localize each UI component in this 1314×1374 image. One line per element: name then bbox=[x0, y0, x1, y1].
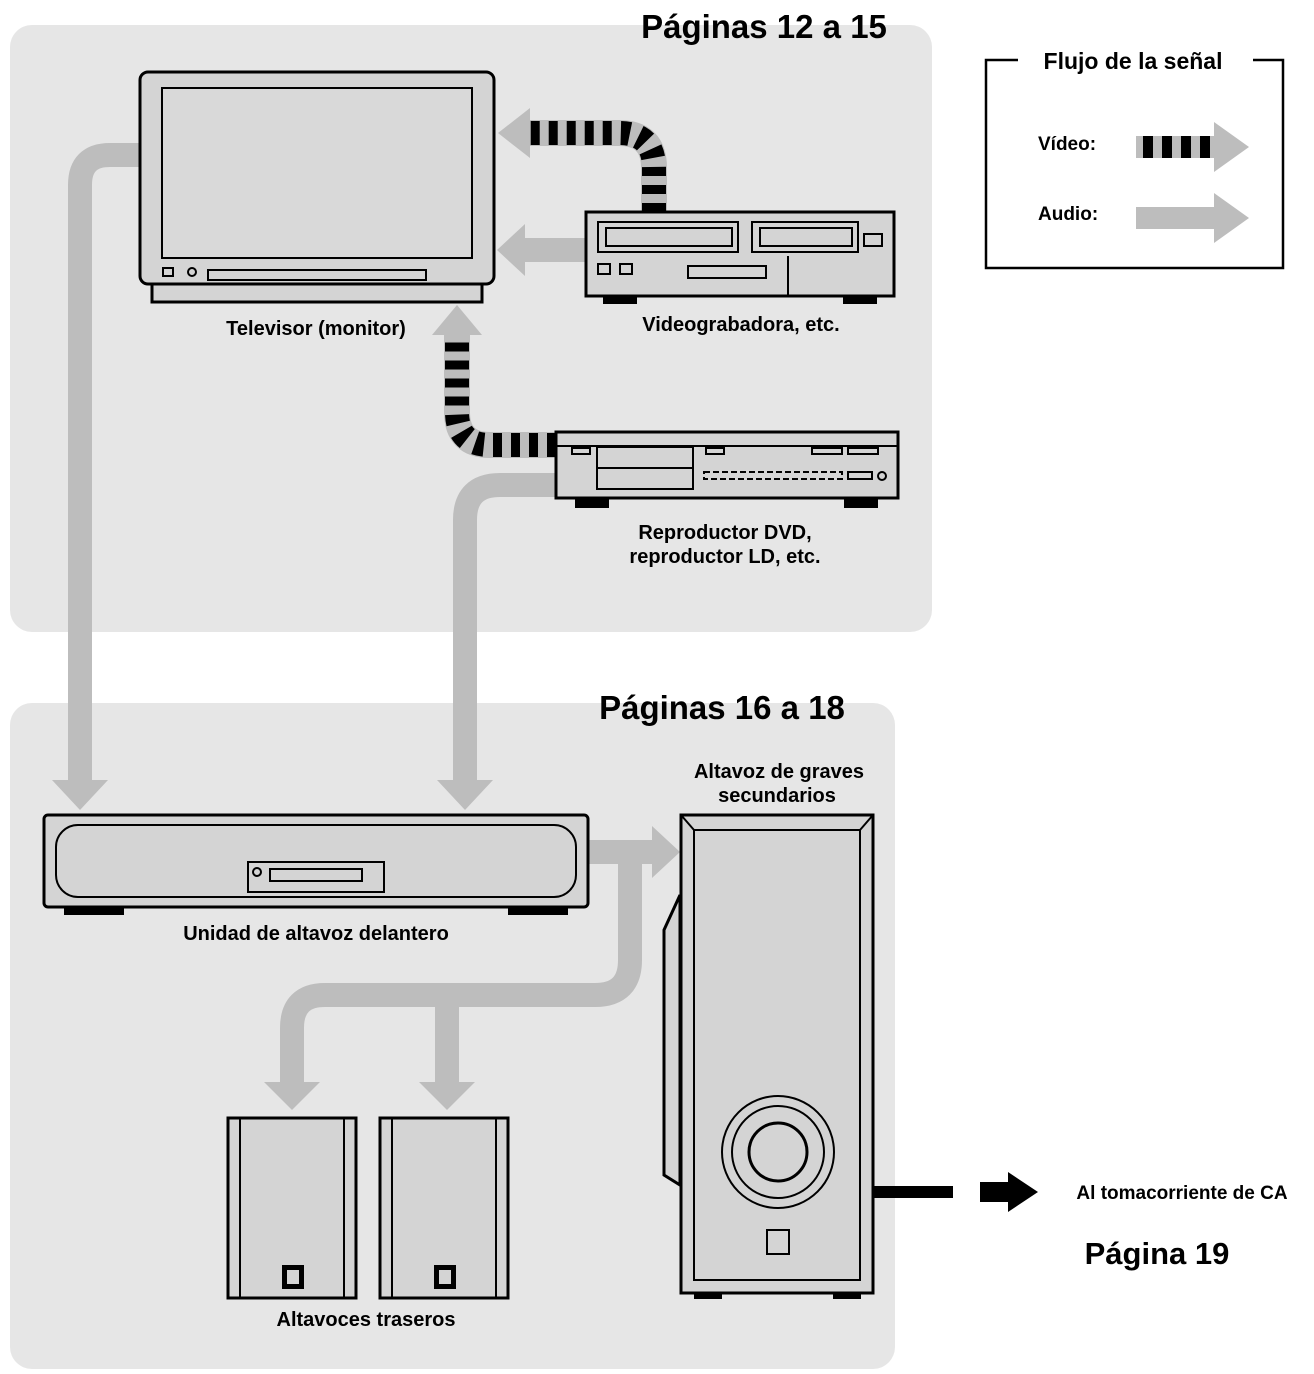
audio-path-to-rear bbox=[280, 852, 642, 1082]
audio-path-tv-to-front bbox=[68, 143, 140, 780]
arrowhead-front-right bbox=[437, 780, 493, 810]
subwoofer-device bbox=[662, 813, 875, 1299]
subwoofer-label-line1: Altavoz de graves bbox=[694, 761, 864, 783]
legend-audio-label: Audio: bbox=[1038, 204, 1098, 225]
arrowhead-sub bbox=[652, 826, 680, 878]
rear-speakers-label: Altavoces traseros bbox=[277, 1309, 456, 1331]
arrowhead-rear-left bbox=[264, 1082, 320, 1110]
vcr-device bbox=[584, 210, 896, 304]
dvd-device bbox=[554, 430, 900, 508]
arrowhead-tv-from-vcr bbox=[497, 224, 525, 276]
video-path-vcr-to-tv bbox=[530, 121, 666, 212]
front-speaker-unit bbox=[42, 813, 590, 915]
rear-speaker-left bbox=[226, 1116, 358, 1300]
audio-paths bbox=[68, 143, 655, 1082]
dvd-label-line1: Reproductor DVD, bbox=[638, 522, 811, 544]
ac-arrow-icon bbox=[980, 1172, 1038, 1212]
tv-label: Televisor (monitor) bbox=[226, 318, 406, 340]
subwoofer-driver bbox=[747, 1121, 809, 1183]
arrowhead-front-left bbox=[52, 780, 108, 810]
tv-device bbox=[138, 70, 496, 304]
subwoofer-label-line2: secundarios bbox=[718, 785, 836, 807]
arrowhead-tv-from-dvd-video bbox=[432, 305, 482, 335]
rear-speaker-right bbox=[378, 1116, 510, 1300]
power-section-title: Página 19 bbox=[1085, 1236, 1230, 1271]
front-unit-label: Unidad de altavoz delantero bbox=[183, 923, 449, 945]
arrowhead-tv-from-vcr-video bbox=[498, 108, 530, 158]
video-path-dvd-to-tv bbox=[445, 335, 556, 457]
power-cord bbox=[873, 1186, 953, 1198]
bottom-section-title: Páginas 16 a 18 bbox=[599, 689, 845, 726]
arrowhead-rear-right bbox=[419, 1082, 475, 1110]
legend-video-label: Vídeo: bbox=[1038, 134, 1096, 155]
tv-screen bbox=[161, 87, 473, 259]
audio-arrowheads bbox=[52, 224, 680, 1110]
audio-path-dvd-to-front bbox=[453, 473, 556, 780]
top-section-title: Páginas 12 a 15 bbox=[641, 8, 887, 45]
legend-audio-swatch bbox=[1136, 207, 1220, 229]
video-arrowheads bbox=[432, 108, 530, 335]
legend-title: Flujo de la señal bbox=[1044, 48, 1223, 74]
dvd-label-line2: reproductor LD, etc. bbox=[629, 546, 820, 568]
ac-outlet-label: Al tomacorriente de CA bbox=[1076, 1183, 1287, 1204]
vcr-label: Videograbadora, etc. bbox=[642, 314, 839, 336]
video-paths bbox=[444, 120, 667, 458]
legend: Flujo de la señal Vídeo: Audio: bbox=[984, 48, 1285, 270]
legend-video-swatch bbox=[1143, 136, 1210, 158]
